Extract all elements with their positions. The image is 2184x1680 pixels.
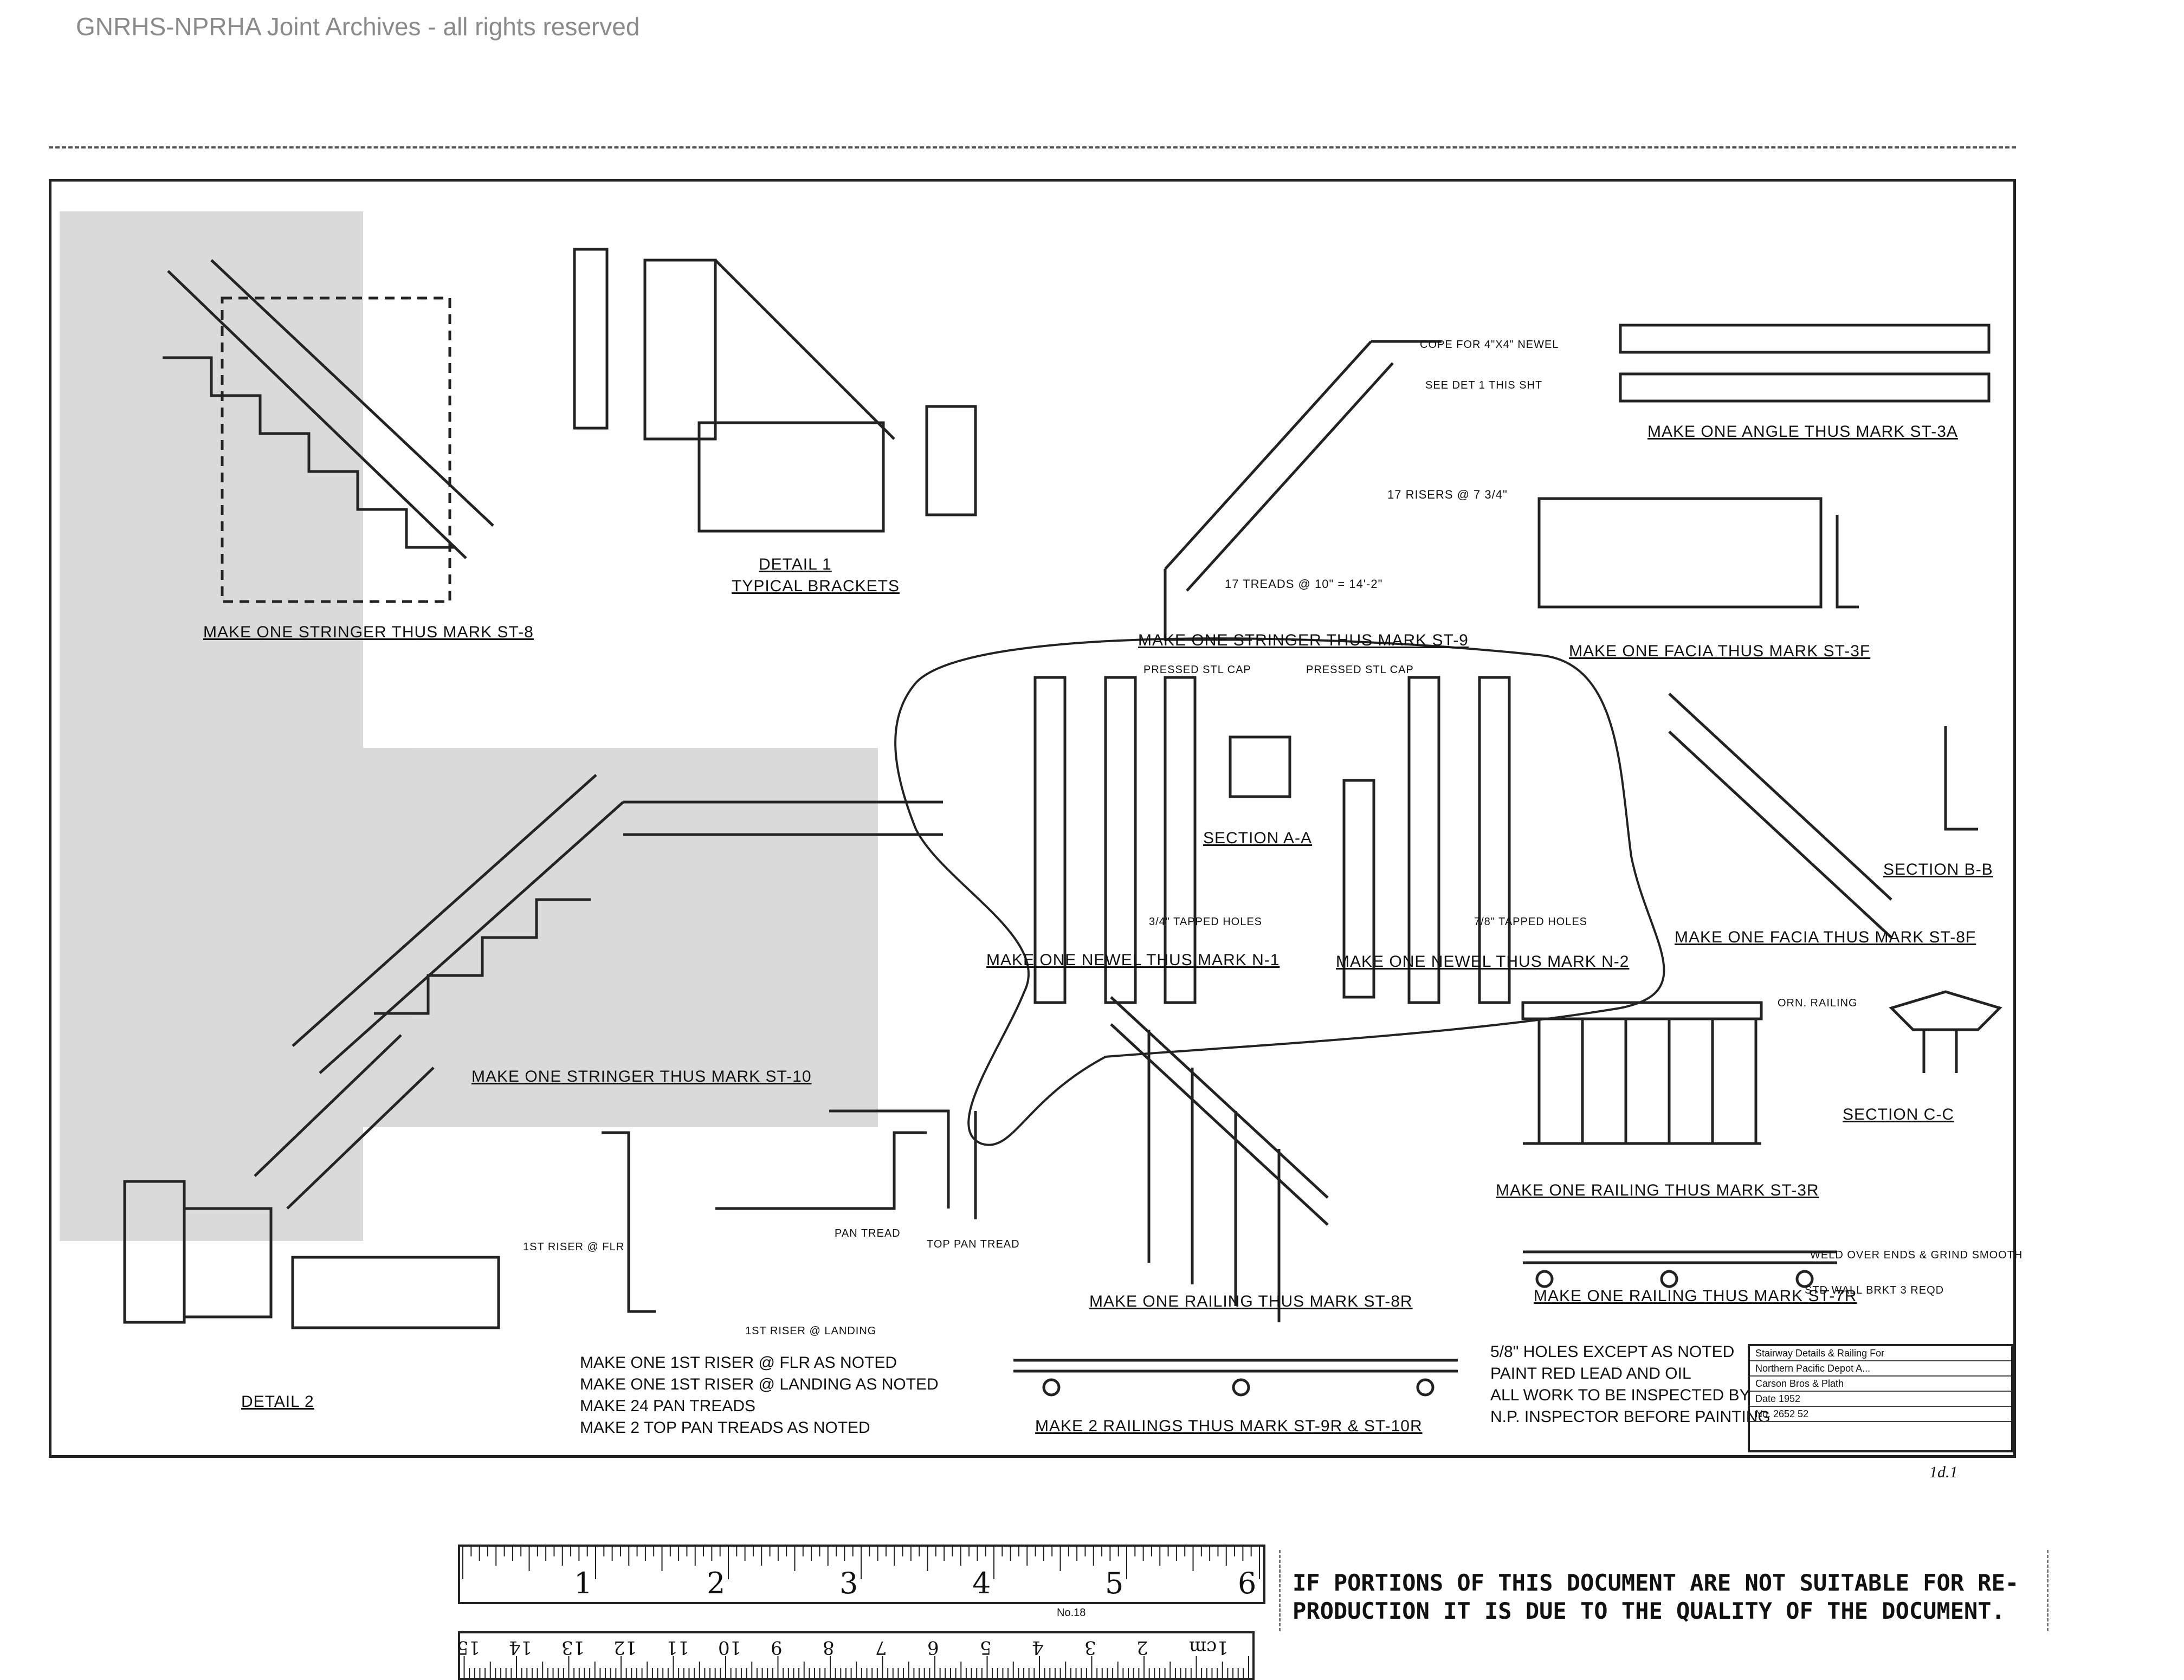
title-block-line: Stairway Details & Railing For [1750, 1346, 2011, 1361]
label-std-wall-brkt: Std Wall Brkt 3 Reqd [1805, 1284, 1944, 1296]
notice-line: PRODUCTION IT IS DUE TO THE QUALITY OF T… [1293, 1598, 2005, 1624]
archive-watermark: GNRHS-NPRHA Joint Archives - all rights … [76, 12, 640, 41]
label-cope-newel: Cope for 4"x4" Newel [1420, 339, 1559, 351]
note-line: Paint Red Lead And Oil [1490, 1365, 1691, 1382]
inch-label: 6 [1238, 1566, 1257, 1600]
label-stringer-st9: Make One Stringer Thus Mark ST-9 [1138, 631, 1469, 649]
title-block: Stairway Details & Railing For Northern … [1748, 1344, 2013, 1452]
label-facia-st3f: Make One Facia Thus Mark ST-3F [1569, 642, 1871, 660]
label-tapped-holes-1: 3/4" Tapped Holes [1149, 916, 1262, 928]
cm-label: 9 [770, 1637, 783, 1658]
cm-label: 14 [509, 1637, 533, 1658]
label-railing-st7r: Make One Railing Thus Mark ST-7R [1534, 1287, 1857, 1305]
inch-label: 2 [707, 1566, 726, 1600]
cm-label: 8 [823, 1637, 835, 1658]
label-pressed-cap-2: Pressed Stl Cap [1306, 664, 1414, 676]
cm-label: 1cm [1188, 1637, 1229, 1658]
cm-label: 6 [927, 1637, 939, 1658]
note-line: Make One 1st Riser @ Flr As Noted [580, 1354, 897, 1372]
cm-label: 2 [1136, 1637, 1148, 1658]
drawing-sheet [49, 179, 2016, 1458]
label-risers: 17 Risers @ 7 3/4" [1387, 488, 1508, 501]
title-block-line: Date 1952 [1750, 1392, 2011, 1407]
notice-line: IF PORTIONS OF THIS DOCUMENT ARE NOT SUI… [1293, 1569, 2019, 1596]
cm-ruler-ticks [463, 1656, 1249, 1678]
label-tapped-holes-2: 7/8" Tapped Holes [1474, 916, 1587, 928]
label-railing-st3r: Make One Railing Thus Mark ST-3R [1496, 1181, 1819, 1199]
label-railing-st9r: Make 2 Railings Thus Mark ST-9R & ST-10R [1035, 1417, 1423, 1435]
note-line: N.P. Inspector Before Painting [1490, 1408, 1771, 1426]
label-facia-st8f: Make One Facia Thus Mark ST-8F [1675, 928, 1976, 946]
label-first-riser-landing: 1st Riser @ Landing [745, 1325, 877, 1337]
label-section-aa: Section A-A [1203, 829, 1313, 847]
notes-left: Make One 1st Riser @ Flr As Noted Make O… [580, 1352, 939, 1439]
note-line: Make 2 Top Pan Treads As Noted [580, 1419, 870, 1437]
inch-label: 1 [574, 1566, 593, 1600]
cm-label: 10 [718, 1637, 742, 1658]
label-section-bb: Section B-B [1883, 861, 1993, 878]
inch-label: 4 [972, 1566, 991, 1600]
drawing-linework [60, 211, 2002, 1397]
label-weld-note: Weld Over Ends & Grind Smooth [1810, 1249, 2023, 1261]
label-section-cc: Section C-C [1843, 1106, 1954, 1123]
title-block-line: No. 2652 52 [1750, 1407, 2011, 1422]
label-detail-1: Detail 1 [759, 555, 832, 573]
label-stringer-st10: Make One Stringer Thus Mark ST-10 [471, 1068, 812, 1085]
label-treads: 17 Treads @ 10" = 14'-2" [1225, 577, 1383, 591]
cm-label: 3 [1084, 1637, 1096, 1658]
title-block-line: Carson Bros & Plath [1750, 1377, 2011, 1392]
sheet-top-edge [49, 146, 2016, 148]
label-top-pan-tread: Top Pan Tread [927, 1238, 1020, 1250]
cm-label: 15 [456, 1637, 480, 1658]
notice-frame [1279, 1550, 2049, 1631]
cm-label: 12 [613, 1637, 637, 1658]
cm-label: 13 [561, 1637, 585, 1658]
inch-label: 3 [839, 1566, 858, 1600]
label-first-riser-flr: 1st Riser @ Flr [523, 1241, 625, 1253]
label-railing-st8r: Make One Railing Thus Mark ST-8R [1089, 1293, 1413, 1310]
cm-ruler: 1cm 2 3 4 5 6 7 8 9 10 11 12 13 14 15 [456, 1631, 1255, 1680]
label-orn-railing: Orn. Railing [1778, 997, 1858, 1009]
notes-right: 5/8" Holes Except As Noted Paint Red Lea… [1490, 1341, 1771, 1428]
label-see-detail: See Det 1 This Sht [1425, 379, 1543, 391]
label-newel-n2: Make One Newel Thus Mark N-2 [1336, 953, 1630, 971]
note-line: Make One 1st Riser @ Landing As Noted [580, 1375, 939, 1393]
cm-label: 5 [979, 1637, 992, 1658]
inch-ruler: 1 2 3 4 5 6 [458, 1545, 1265, 1604]
note-line: All Work To Be Inspected By [1490, 1386, 1750, 1404]
label-pan-tread: Pan Tread [835, 1227, 901, 1239]
label-newel-n1: Make One Newel Thus Mark N-1 [986, 951, 1280, 969]
note-line: Make 24 Pan Treads [580, 1397, 755, 1415]
inch-ruler-ticks [462, 1547, 1260, 1579]
label-detail-2: Detail 2 [241, 1393, 314, 1411]
label-angle-st3a: Make One Angle Thus Mark ST-3A [1647, 423, 1958, 441]
cm-label: 7 [875, 1637, 887, 1658]
label-typical-brackets: Typical Brackets [732, 577, 900, 595]
label-stringer-st8: Make One Stringer Thus Mark ST-8 [203, 623, 534, 641]
page-id: 1d.1 [1929, 1463, 1958, 1481]
cm-label: 4 [1032, 1637, 1044, 1658]
cm-label: 11 [665, 1637, 689, 1658]
note-line: 5/8" Holes Except As Noted [1490, 1343, 1735, 1361]
label-pressed-cap-1: Pressed Stl Cap [1143, 664, 1251, 676]
ruler-maker: No.18 [1057, 1607, 1086, 1619]
title-block-line: Northern Pacific Depot A... [1750, 1361, 2011, 1377]
inch-label: 5 [1105, 1566, 1124, 1600]
reproduction-notice: IF PORTIONS OF THIS DOCUMENT ARE NOT SUI… [1293, 1569, 2019, 1625]
